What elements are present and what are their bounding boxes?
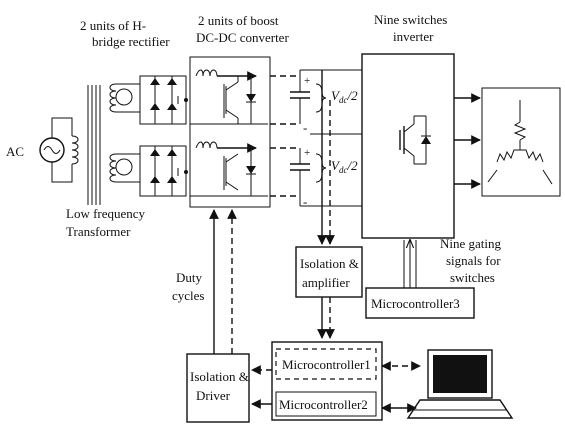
igbt-switch-icon	[223, 76, 239, 124]
boost-converter-block	[189, 56, 271, 208]
isolation-amplifier-block	[295, 246, 363, 298]
rectifier-label-line2: bridge rectifier	[92, 34, 170, 49]
vdc-bottom-label: Vdc/2	[331, 158, 358, 175]
minus-sign-top: -	[303, 120, 307, 135]
igbt-switch-icon	[399, 115, 431, 165]
transformer-label-line2: Transformer	[66, 224, 131, 239]
transformer-icon	[71, 83, 133, 205]
isolation-driver-line2: Driver	[196, 388, 231, 403]
dc-link-bottom: + - Vdc/2	[290, 147, 358, 209]
gating-label-line1: Nine gating	[440, 236, 502, 251]
microcontroller3-block	[365, 287, 475, 319]
boost-label-line1: 2 units of boost	[198, 13, 279, 28]
duty-label-line2: cycles	[172, 288, 204, 303]
rectifier-bottom	[116, 145, 188, 197]
transformer-label-line1: Low frequency	[66, 206, 146, 221]
plus-sign-top: +	[304, 75, 310, 87]
dc-link-top: + - Vdc/2	[290, 75, 358, 135]
microcontroller-group	[271, 341, 383, 421]
plus-sign-bottom: +	[304, 147, 310, 159]
microcontroller1-label: Microcontroller1	[282, 357, 371, 372]
microcontroller2-block	[275, 391, 377, 417]
microcontroller3-label: Microcontroller3	[371, 296, 460, 311]
vdc-top-label: Vdc/2	[331, 88, 358, 105]
duty-label-line1: Duty	[176, 270, 203, 285]
inverter-label-line2: inverter	[393, 29, 434, 44]
isolation-amplifier-line2: amplifier	[302, 275, 350, 290]
microcontroller2-label: Microcontroller2	[279, 397, 368, 412]
inverter-block	[361, 53, 455, 239]
isolation-driver-block	[186, 353, 250, 423]
sine-source-icon	[39, 137, 65, 163]
rectifier-top	[116, 75, 188, 125]
isolation-amplifier-line1: Isolation &	[300, 256, 359, 271]
minus-sign-bottom: -	[303, 194, 307, 209]
three-phase-load-icon	[481, 87, 561, 197]
laptop-icon	[406, 349, 514, 419]
rectifier-label-line1: 2 units of H-	[80, 18, 146, 33]
gating-label-line2: signals for	[446, 253, 501, 268]
microcontroller1-block	[275, 348, 377, 380]
ac-label: AC	[6, 144, 24, 159]
gating-label-line3: switches	[450, 270, 495, 285]
isolation-driver-line1: Isolation &	[190, 369, 249, 384]
boost-label-line2: DC-DC converter	[196, 30, 289, 45]
inverter-label-line1: Nine switches	[374, 12, 447, 27]
